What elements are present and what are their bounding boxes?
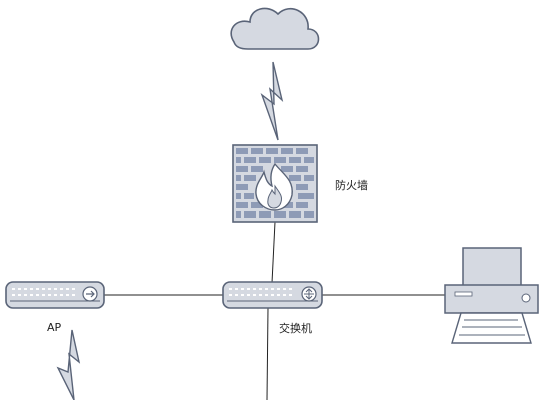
connections	[104, 221, 446, 400]
cloud-icon	[230, 7, 320, 50]
link-firewall-switch	[271, 221, 276, 284]
link-switch-down	[266, 307, 269, 400]
access-point-icon	[5, 281, 105, 309]
firewall-label: 防火墙	[335, 179, 368, 192]
lightning-icon	[56, 329, 81, 400]
switch-icon	[222, 281, 323, 309]
lightning-icon	[260, 61, 284, 141]
firewall-icon	[232, 144, 318, 223]
printer-icon	[444, 247, 539, 344]
ap-label: AP	[47, 321, 62, 334]
switch-label: 交换机	[279, 322, 312, 335]
